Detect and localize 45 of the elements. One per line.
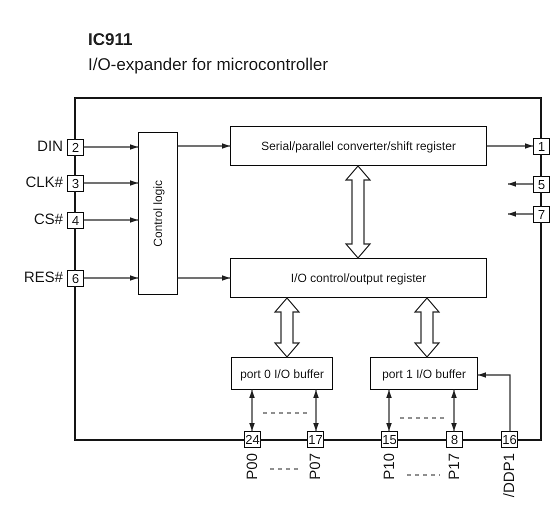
arrow bbox=[178, 143, 230, 149]
arrow bbox=[478, 372, 511, 431]
arrow bbox=[84, 180, 138, 186]
pin-label: P00 bbox=[245, 453, 260, 480]
register-block: Serial/parallel converter/shift register bbox=[230, 126, 487, 166]
pin-number: 3 bbox=[67, 175, 84, 192]
buffer-block: port 1 I/O buffer bbox=[370, 357, 478, 390]
arrow bbox=[508, 181, 533, 187]
pin-number: 4 bbox=[67, 212, 84, 229]
pin-label: DIN bbox=[37, 138, 63, 155]
arrow bbox=[313, 390, 319, 431]
arrow bbox=[487, 143, 533, 149]
bus-arrow bbox=[344, 165, 372, 259]
arrow bbox=[451, 390, 457, 431]
pin-label: P07 bbox=[308, 453, 323, 480]
pin-number: 8 bbox=[446, 431, 463, 448]
pin-number: 1 bbox=[533, 138, 550, 155]
arrow bbox=[84, 144, 138, 150]
arrow bbox=[178, 275, 230, 281]
pin-number: 16 bbox=[501, 431, 518, 448]
title: IC911 bbox=[88, 30, 132, 50]
pin-number: 2 bbox=[67, 139, 84, 156]
arrow bbox=[249, 390, 255, 431]
control-logic-block: Control logic bbox=[138, 132, 178, 295]
pin-number: 17 bbox=[307, 431, 324, 448]
pin-number: 15 bbox=[381, 431, 398, 448]
pin-number: 24 bbox=[244, 431, 261, 448]
pin-number: 6 bbox=[67, 270, 84, 287]
arrow bbox=[386, 390, 392, 431]
pin-label: P17 bbox=[447, 453, 462, 480]
arrow bbox=[84, 217, 138, 223]
pin-label: RES# bbox=[24, 269, 63, 286]
pin-label: P10 bbox=[382, 453, 397, 480]
pin-label: /DDP1 bbox=[502, 453, 517, 498]
bus-arrow bbox=[414, 297, 440, 358]
buffer-block: port 0 I/O buffer bbox=[231, 357, 333, 390]
pin-number: 7 bbox=[533, 206, 550, 223]
pin-label: CLK# bbox=[25, 174, 63, 191]
arrow bbox=[84, 275, 138, 281]
caption: I/O-expander for microcontroller bbox=[88, 55, 328, 75]
pin-label: CS# bbox=[34, 211, 63, 228]
bus-arrow bbox=[274, 297, 300, 358]
arrow bbox=[508, 211, 533, 217]
pin-number: 5 bbox=[533, 176, 550, 193]
register-block: I/O control/output register bbox=[230, 258, 487, 298]
